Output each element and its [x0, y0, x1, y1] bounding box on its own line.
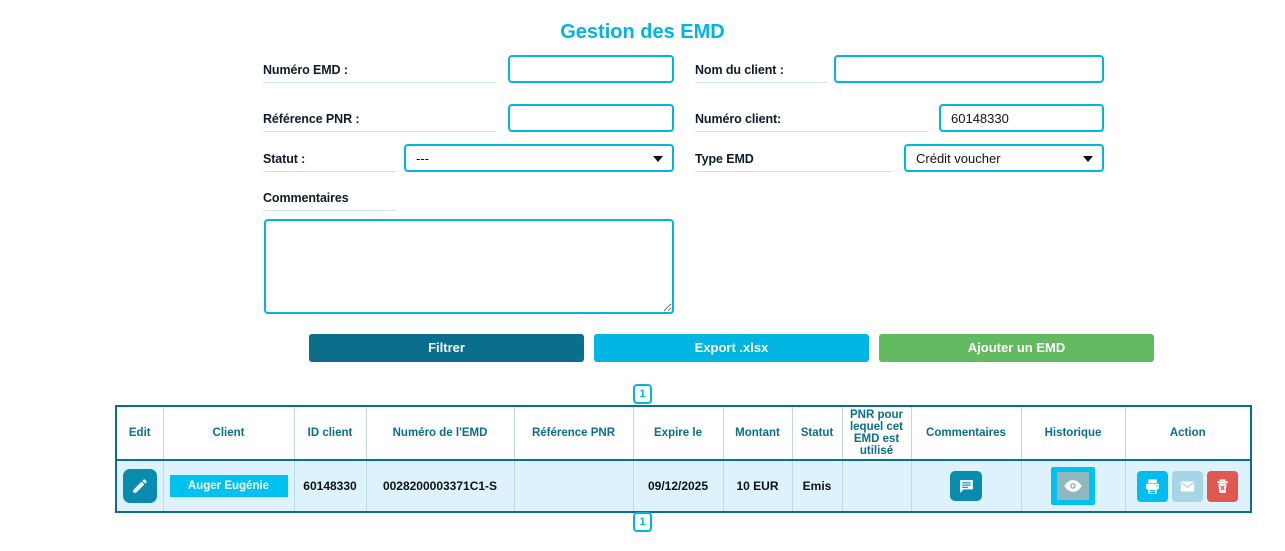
th-montant: Montant: [723, 406, 793, 462]
commentaires-textarea[interactable]: [264, 219, 674, 314]
statut-select-wrap[interactable]: ---: [404, 144, 674, 172]
statut-label: Statut :: [263, 152, 396, 172]
cell-historique: [1021, 460, 1126, 513]
th-pnr-utilise: PNR pour lequel cet EMD est utilisé: [842, 406, 912, 462]
comment-icon[interactable]: [950, 471, 982, 502]
client-name-badge[interactable]: Auger Eugénie: [169, 475, 288, 498]
pagination-bottom: 1: [0, 512, 1285, 532]
commentaires-label: Commentaires: [263, 191, 396, 211]
th-expire-le: Expire le: [633, 406, 724, 462]
type-emd-select[interactable]: Crédit voucher: [904, 144, 1104, 172]
cell-commentaires: [911, 460, 1022, 513]
cell-expire-le: 09/12/2025: [633, 460, 724, 513]
numero-emd-input[interactable]: [508, 55, 674, 83]
type-emd-select-wrap[interactable]: Crédit voucher: [904, 144, 1104, 172]
cell-id-client: 60148330: [294, 460, 367, 513]
print-icon[interactable]: [1137, 470, 1169, 502]
action-button-group: [1137, 470, 1239, 502]
numero-client-input[interactable]: [939, 104, 1104, 132]
th-id-client: ID client: [294, 406, 367, 462]
statut-select[interactable]: ---: [404, 144, 674, 172]
emd-table: Edit Client ID client Numéro de l'EMD Ré…: [115, 405, 1252, 514]
th-action: Action: [1125, 406, 1251, 462]
export-xlsx-button[interactable]: Export .xlsx: [594, 334, 869, 362]
reference-pnr-input[interactable]: [508, 104, 674, 132]
filter-form: Numéro EMD : Nom du client : Référence P…: [0, 55, 1285, 325]
th-reference-pnr: Référence PNR: [514, 406, 634, 462]
historique-button[interactable]: [1051, 467, 1095, 506]
reference-pnr-label: Référence PNR :: [263, 112, 496, 132]
cell-statut: Emis: [792, 460, 843, 513]
th-historique: Historique: [1021, 406, 1126, 462]
delete-icon[interactable]: [1207, 470, 1239, 502]
table-body: Auger Eugénie 60148330 0028200003371C1-S…: [116, 460, 1251, 513]
nom-client-label: Nom du client :: [695, 63, 828, 83]
pagination-top: 1: [0, 384, 1285, 404]
pagination-page-1[interactable]: 1: [633, 512, 652, 532]
emd-table-wrap: Edit Client ID client Numéro de l'EMD Ré…: [115, 405, 1252, 514]
cell-client: Auger Eugénie: [163, 460, 295, 513]
table-header-row: Edit Client ID client Numéro de l'EMD Ré…: [116, 406, 1251, 462]
ajouter-emd-button[interactable]: Ajouter un EMD: [879, 334, 1154, 362]
cell-montant: 10 EUR: [723, 460, 793, 513]
eye-icon: [1057, 472, 1089, 501]
th-commentaires: Commentaires: [911, 406, 1022, 462]
cell-edit: [116, 460, 164, 513]
table-head: Edit Client ID client Numéro de l'EMD Ré…: [116, 406, 1251, 462]
th-statut: Statut: [792, 406, 843, 462]
cell-numero-emd: 0028200003371C1-S: [366, 460, 515, 513]
mail-icon[interactable]: [1172, 470, 1204, 502]
th-edit: Edit: [116, 406, 164, 462]
th-numero-emd: Numéro de l'EMD: [366, 406, 515, 462]
cell-action: [1125, 460, 1251, 513]
type-emd-label: Type EMD: [695, 152, 892, 172]
numero-emd-label: Numéro EMD :: [263, 63, 496, 83]
filtrer-button[interactable]: Filtrer: [309, 334, 584, 362]
form-actions: Filtrer Export .xlsx Ajouter un EMD: [0, 334, 1285, 362]
edit-pencil-icon[interactable]: [122, 469, 157, 504]
th-client: Client: [163, 406, 295, 462]
cell-reference-pnr: [514, 460, 634, 513]
numero-client-label: Numéro client:: [695, 112, 928, 132]
nom-client-input[interactable]: [834, 55, 1104, 83]
pagination-page-1[interactable]: 1: [633, 384, 652, 404]
page-title: Gestion des EMD: [560, 21, 725, 43]
table-row: Auger Eugénie 60148330 0028200003371C1-S…: [116, 460, 1251, 513]
cell-pnr-utilise: [842, 460, 912, 513]
